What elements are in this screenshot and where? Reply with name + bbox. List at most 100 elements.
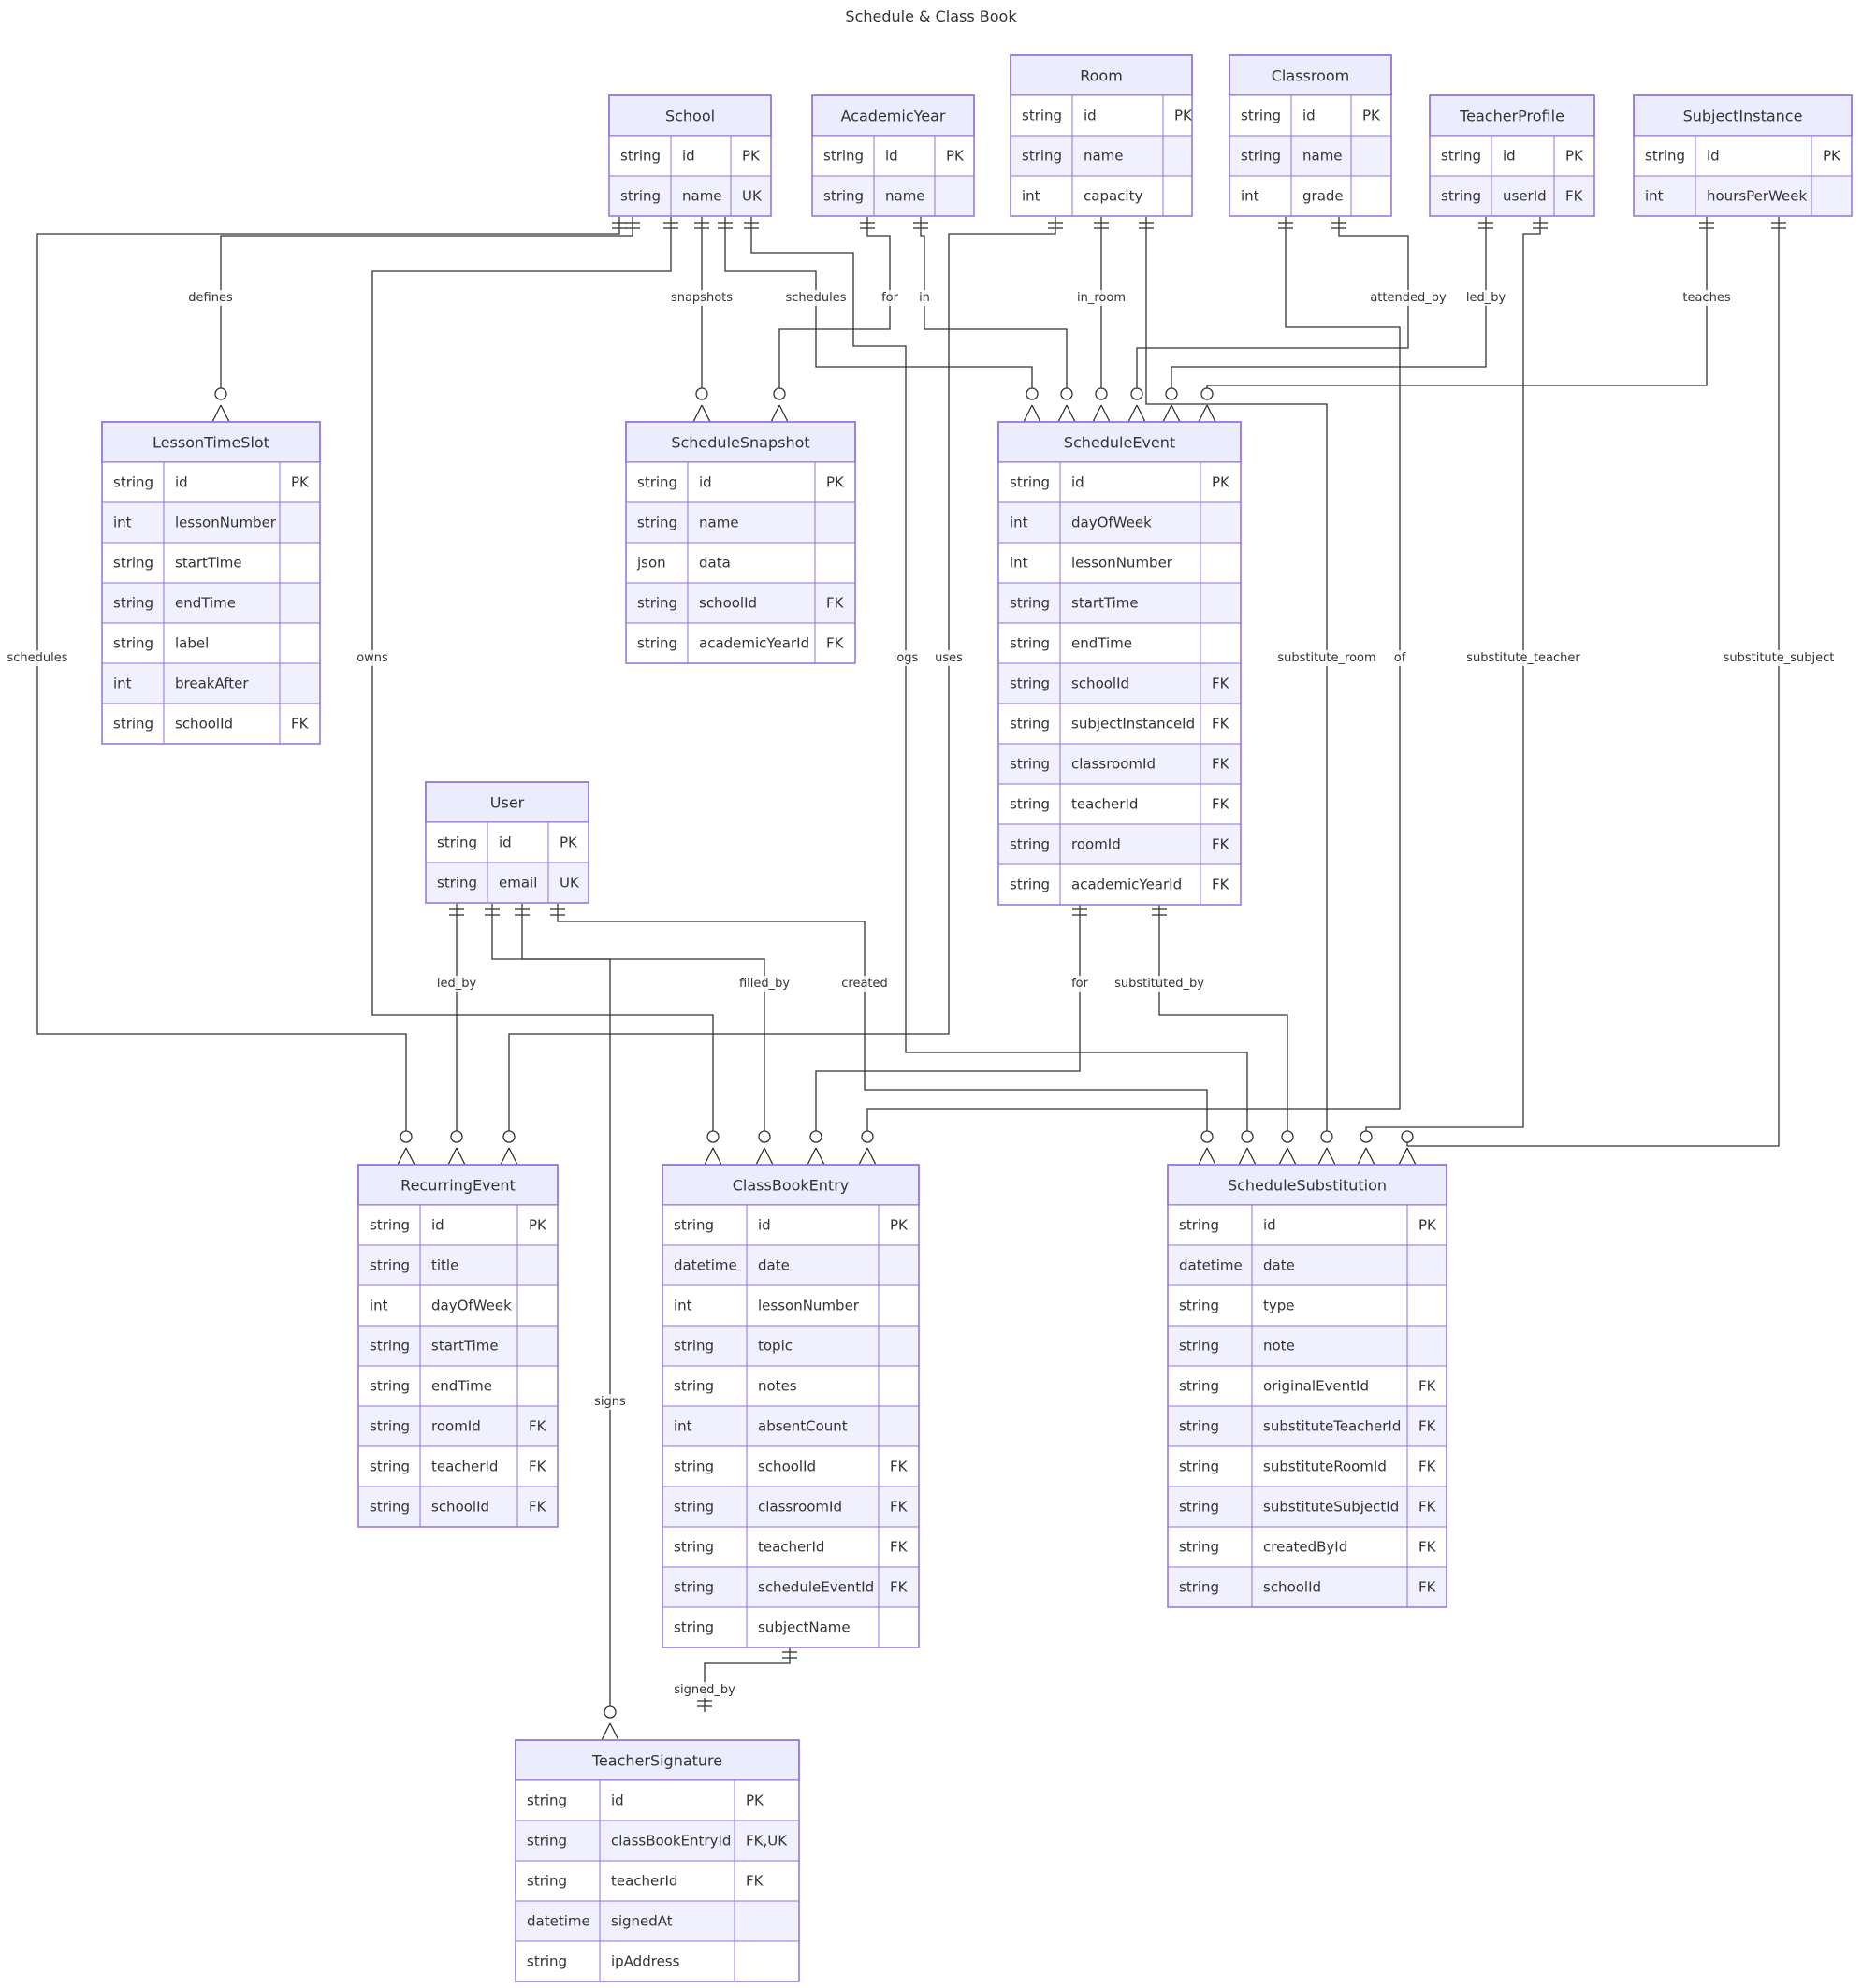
attribute-type: string (637, 595, 677, 612)
attribute-row-bg (662, 1284, 920, 1327)
attribute-type: string (674, 1579, 714, 1596)
attribute-name: startTime (1071, 595, 1139, 612)
relationship-label-signed-by: signed_by (674, 1683, 735, 1697)
attribute-name: capacity (1084, 188, 1142, 205)
attribute-row-bg (662, 1365, 920, 1407)
attribute-name: schoolId (699, 595, 757, 612)
cardinality-one-mark (860, 222, 875, 229)
attribute-name: schoolId (1071, 675, 1129, 692)
attribute-type: string (1010, 836, 1050, 853)
relationship-label-bg (917, 290, 932, 306)
attribute-row-bg (1429, 135, 1595, 177)
cardinality-zero-many-mark (807, 1130, 825, 1166)
attribute-key: PK (826, 474, 845, 491)
attribute-type: datetime (1179, 1257, 1243, 1274)
relationship-label-bg (1721, 650, 1837, 666)
diagram-title: Schedule & Class Book (845, 7, 1017, 25)
cardinality-one-mark (515, 908, 530, 916)
attribute-row-bg (1167, 1405, 1447, 1447)
entity-name: TeacherSignature (591, 1752, 722, 1770)
attribute-type: string (1010, 675, 1050, 692)
cardinality-one-mark (1278, 222, 1293, 229)
relationship-line-created (557, 904, 1208, 1137)
attribute-type: int (113, 515, 132, 531)
attribute-type: string (823, 188, 864, 205)
cardinality-zero-many-mark (1127, 387, 1146, 423)
attribute-name: schoolId (175, 716, 233, 733)
attribute-key: FK (529, 1458, 547, 1475)
attribute-type: string (1022, 108, 1062, 124)
cardinality-zero-many-mark (601, 1705, 619, 1741)
attribute-name: teacherId (1071, 796, 1138, 813)
attribute-type: string (1179, 1579, 1219, 1596)
attribute-key: FK (1418, 1579, 1437, 1596)
attribute-type: string (674, 1217, 714, 1234)
relationship-line-schedules (36, 217, 620, 1137)
entity-border (1633, 94, 1853, 217)
attribute-type: string (370, 1418, 410, 1435)
attribute-type: string (1179, 1217, 1219, 1234)
attribute-key: PK (1174, 108, 1193, 124)
relationship-label-in: in (919, 291, 930, 305)
relationship-label-bg (1368, 290, 1448, 306)
attribute-key: FK (1212, 877, 1230, 893)
relationship-label-bg (355, 650, 391, 666)
attribute-name: name (699, 515, 739, 531)
cardinality-one-mark (1331, 222, 1346, 229)
attribute-type: int (1241, 188, 1259, 205)
relationship-label-bg (668, 290, 735, 306)
attribute-name: userId (1503, 188, 1547, 205)
attribute-name: id (758, 1217, 771, 1234)
attribute-name: lessonNumber (1071, 555, 1173, 572)
attribute-key: FK (1212, 836, 1230, 853)
attribute-type: int (1022, 188, 1040, 205)
cardinality-zero-many-mark (858, 1130, 877, 1166)
attribute-type: string (1010, 716, 1050, 733)
attribute-row-bg (608, 135, 772, 177)
relationship-line-filled-by (521, 904, 765, 1137)
attribute-key: FK (890, 1539, 909, 1556)
entity-border (1229, 54, 1392, 217)
attribute-key: PK (1362, 108, 1381, 124)
attribute-name: email (499, 875, 537, 892)
attribute-row-bg (357, 1365, 559, 1407)
relationship-label-bg (434, 976, 479, 992)
relationship-label-schedules: schedules (785, 291, 846, 305)
attribute-type: string (674, 1499, 714, 1516)
attribute-type: string (113, 555, 153, 572)
entity-header (1167, 1164, 1447, 1206)
relationship-label-attended-by: attended_by (1370, 291, 1447, 305)
cardinality-zero-many-mark (1198, 1130, 1216, 1166)
attribute-type: string (1441, 188, 1481, 205)
attribute-row-bg (515, 1860, 800, 1902)
attribute-key: UK (560, 875, 580, 892)
attribute-type: string (437, 875, 477, 892)
attribute-name: id (499, 834, 512, 851)
attribute-type: datetime (674, 1257, 737, 1274)
attribute-name: endTime (1071, 635, 1132, 652)
attribute-name: id (1707, 148, 1720, 165)
relationship-label-bg (672, 1682, 738, 1698)
relationship-line-of (866, 217, 1401, 1137)
attribute-name: hoursPerWeek (1707, 188, 1807, 205)
cardinality-one-mark (1478, 222, 1493, 229)
